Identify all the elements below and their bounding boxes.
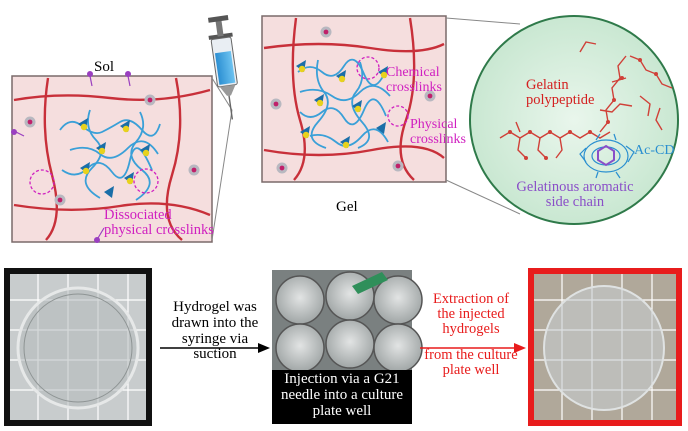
ac-cd-label: Ac-CD	[634, 143, 675, 158]
red-arrow-icon	[420, 343, 526, 353]
sol-panel	[11, 71, 213, 243]
polypeptide-atoms	[508, 58, 658, 160]
zoom-lines-right	[445, 17, 521, 215]
gel-panel	[261, 15, 447, 183]
photo-hydrogel-before	[4, 268, 152, 426]
benzene-ring-icon	[597, 144, 615, 167]
extraction-label: Extraction of the injected hydrogels fro…	[424, 291, 518, 378]
aromatic-side-chain-label: Gelatinous aromatic side chain	[516, 179, 634, 211]
gel-label: Gel	[336, 199, 358, 215]
needle-icon	[352, 272, 388, 294]
gel-particles	[270, 26, 436, 174]
gel-crosslink-circles	[356, 56, 409, 127]
sol-aromatic-dots	[80, 123, 150, 185]
sol-particles	[24, 94, 200, 206]
right-arrow-icon	[160, 343, 270, 353]
physical-crosslinks-label: Physical crosslinks	[410, 117, 466, 147]
injection-caption: Injection via a G21 needle into a cultur…	[272, 370, 412, 424]
dissociated-crosslinks-label: Dissociated physical crosslinks	[104, 207, 214, 239]
drawn-into-syringe-label: Hydrogel was drawn into the syringe via …	[171, 299, 259, 363]
chemical-crosslinks-label: Chemical crosslinks	[386, 65, 442, 95]
sol-label: Sol	[94, 59, 115, 75]
sol-lollipops	[11, 71, 131, 243]
syringe-icon	[207, 15, 238, 120]
sol-dissociated-circles	[29, 168, 159, 195]
gel-aromatic-dots	[298, 65, 388, 149]
photo-hydrogel-extracted	[528, 268, 682, 426]
gelatin-polypeptide-label: Gelatin polypeptide	[526, 77, 595, 109]
zoom-lines-left	[211, 77, 233, 241]
magnified-circle	[469, 15, 679, 225]
photo2-wells	[275, 271, 423, 373]
gel-network	[263, 17, 445, 181]
